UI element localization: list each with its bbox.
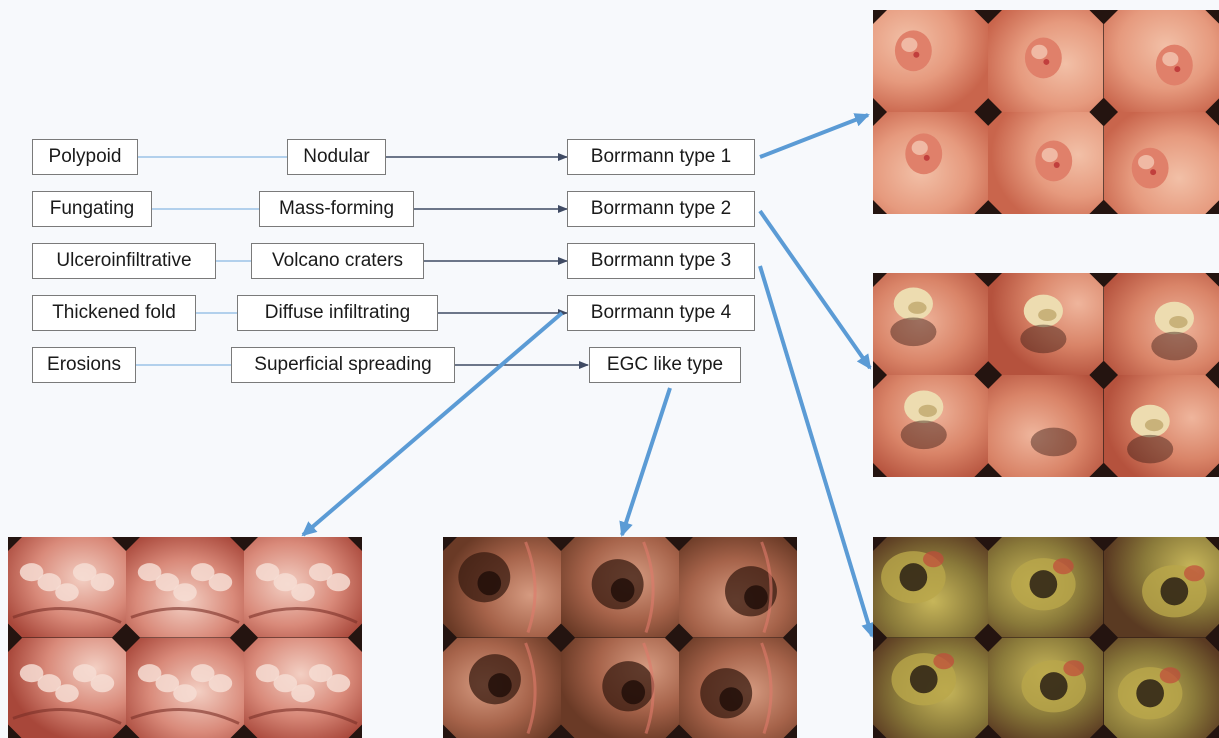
endoscopy-image-icon — [1104, 375, 1219, 477]
box-volcano-craters: Volcano craters — [251, 243, 424, 279]
box-thickened-fold: Thickened fold — [32, 295, 196, 331]
endoscopy-image-icon — [561, 638, 679, 738]
endoscopy-image-icon — [988, 10, 1103, 112]
endoscopy-image-icon — [873, 537, 988, 638]
endoscopy-image-icon — [988, 638, 1103, 738]
endoscopy-image-icon — [873, 112, 988, 214]
box-erosions: Erosions — [32, 347, 136, 383]
box-mass-forming: Mass-forming — [259, 191, 414, 227]
panel-type-4 — [8, 537, 362, 738]
endoscopy-image-icon — [1104, 10, 1219, 112]
endoscopy-image-icon — [679, 537, 797, 638]
box-egc-like-type: EGC like type — [589, 347, 741, 383]
endoscopy-image-icon — [1104, 537, 1219, 638]
endoscopy-image-icon — [244, 537, 362, 638]
endoscopy-image-icon — [1104, 638, 1219, 738]
endoscopy-image-icon — [873, 10, 988, 112]
panel-egc — [443, 537, 797, 738]
box-borrmann-type-2: Borrmann type 2 — [567, 191, 755, 227]
box-ulceroinfiltrative: Ulceroinfiltrative — [32, 243, 216, 279]
endoscopy-image-icon — [443, 537, 561, 638]
box-borrmann-type-3: Borrmann type 3 — [567, 243, 755, 279]
endoscopy-image-icon — [244, 638, 362, 738]
endoscopy-image-icon — [679, 638, 797, 738]
endoscopy-image-icon — [988, 537, 1103, 638]
endoscopy-image-icon — [1104, 273, 1219, 375]
arrow-egc-to-panel — [622, 388, 670, 535]
endoscopy-image-icon — [873, 273, 988, 375]
panel-type-2 — [873, 273, 1219, 477]
box-polypoid: Polypoid — [32, 139, 138, 175]
endoscopy-image-icon — [1104, 112, 1219, 214]
endoscopy-image-icon — [988, 112, 1103, 214]
endoscopy-image-icon — [988, 375, 1103, 477]
endoscopy-image-icon — [443, 638, 561, 738]
endoscopy-image-icon — [988, 273, 1103, 375]
arrow-type1-to-panel — [760, 115, 868, 157]
box-diffuse-infiltrating: Diffuse infiltrating — [237, 295, 438, 331]
box-nodular: Nodular — [287, 139, 386, 175]
box-borrmann-type-4: Borrmann type 4 — [567, 295, 755, 331]
endoscopy-image-icon — [126, 638, 244, 738]
endoscopy-image-icon — [873, 375, 988, 477]
endoscopy-image-icon — [126, 537, 244, 638]
endoscopy-image-icon — [8, 638, 126, 738]
endoscopy-image-icon — [561, 537, 679, 638]
panel-type-1 — [873, 10, 1219, 214]
box-borrmann-type-1: Borrmann type 1 — [567, 139, 755, 175]
endoscopy-image-icon — [8, 537, 126, 638]
panel-type-3 — [873, 537, 1219, 738]
arrow-type2-to-panel — [760, 211, 870, 368]
box-superficial-spreading: Superficial spreading — [231, 347, 455, 383]
box-fungating: Fungating — [32, 191, 152, 227]
endoscopy-image-icon — [873, 638, 988, 738]
